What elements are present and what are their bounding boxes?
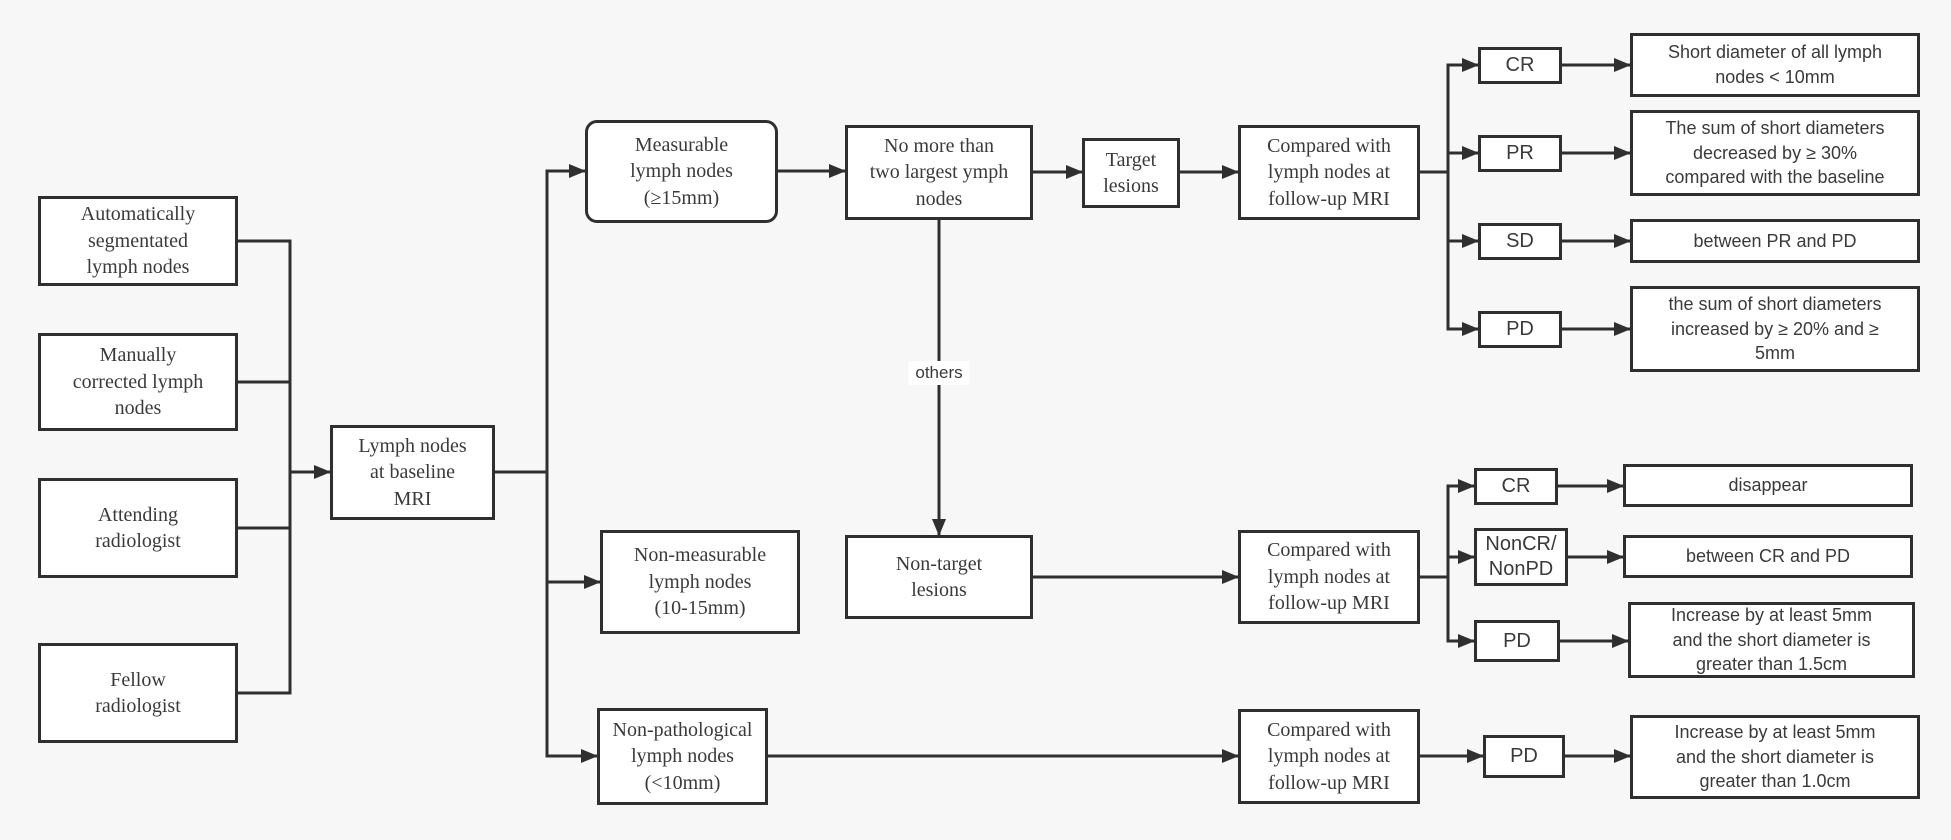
node-fellow-radiologist: Fellow radiologist bbox=[38, 643, 238, 743]
node-criteria-pd-nonpathological: Increase by at least 5mm and the short d… bbox=[1630, 715, 1920, 799]
edge-label-others: others bbox=[908, 361, 970, 385]
node-non-target-lesions: Non-target lesions bbox=[845, 535, 1033, 619]
node-pd-nontarget: PD bbox=[1474, 620, 1560, 662]
node-sd-target: SD bbox=[1478, 223, 1562, 260]
node-non-pathological-lymph-nodes: Non-pathological lymph nodes (<10mm) bbox=[597, 708, 768, 805]
node-criteria-noncr-nonpd: between CR and PD bbox=[1623, 535, 1913, 578]
node-pd-nonpathological: PD bbox=[1483, 735, 1565, 778]
node-criteria-pr-target: The sum of short diameters decreased by … bbox=[1630, 110, 1920, 196]
node-lymph-nodes-baseline-mri: Lymph nodes at baseline MRI bbox=[330, 425, 495, 520]
node-attending-radiologist: Attending radiologist bbox=[38, 478, 238, 578]
node-no-more-than-two-largest: No more than two largest ymph nodes bbox=[845, 125, 1033, 220]
node-cr-nontarget: CR bbox=[1474, 468, 1558, 505]
node-pr-target: PR bbox=[1478, 135, 1562, 172]
node-measurable-lymph-nodes: Measurable lymph nodes (≥15mm) bbox=[585, 120, 778, 223]
node-criteria-pd-target: the sum of short diameters increased by … bbox=[1630, 286, 1920, 372]
node-criteria-pd-nontarget: Increase by at least 5mm and the short d… bbox=[1628, 602, 1915, 678]
node-noncr-nonpd: NonCR/ NonPD bbox=[1474, 528, 1568, 586]
node-automatically-segmented-lymph-nodes: Automatically segmentated lymph nodes bbox=[38, 196, 238, 286]
node-compared-followup-top: Compared with lymph nodes at follow-up M… bbox=[1238, 125, 1420, 220]
node-criteria-sd-target: between PR and PD bbox=[1630, 219, 1920, 263]
node-cr-target: CR bbox=[1478, 47, 1562, 84]
node-compared-followup-mid: Compared with lymph nodes at follow-up M… bbox=[1238, 530, 1420, 624]
node-target-lesions: Target lesions bbox=[1082, 138, 1180, 208]
node-criteria-cr-nontarget: disappear bbox=[1623, 464, 1913, 507]
node-pd-target: PD bbox=[1478, 311, 1562, 348]
node-non-measurable-lymph-nodes: Non-measurable lymph nodes (10-15mm) bbox=[600, 530, 800, 634]
node-compared-followup-bottom: Compared with lymph nodes at follow-up M… bbox=[1238, 709, 1420, 804]
node-manually-corrected-lymph-nodes: Manually corrected lymph nodes bbox=[38, 333, 238, 431]
node-criteria-cr-target: Short diameter of all lymph nodes < 10mm bbox=[1630, 33, 1920, 97]
